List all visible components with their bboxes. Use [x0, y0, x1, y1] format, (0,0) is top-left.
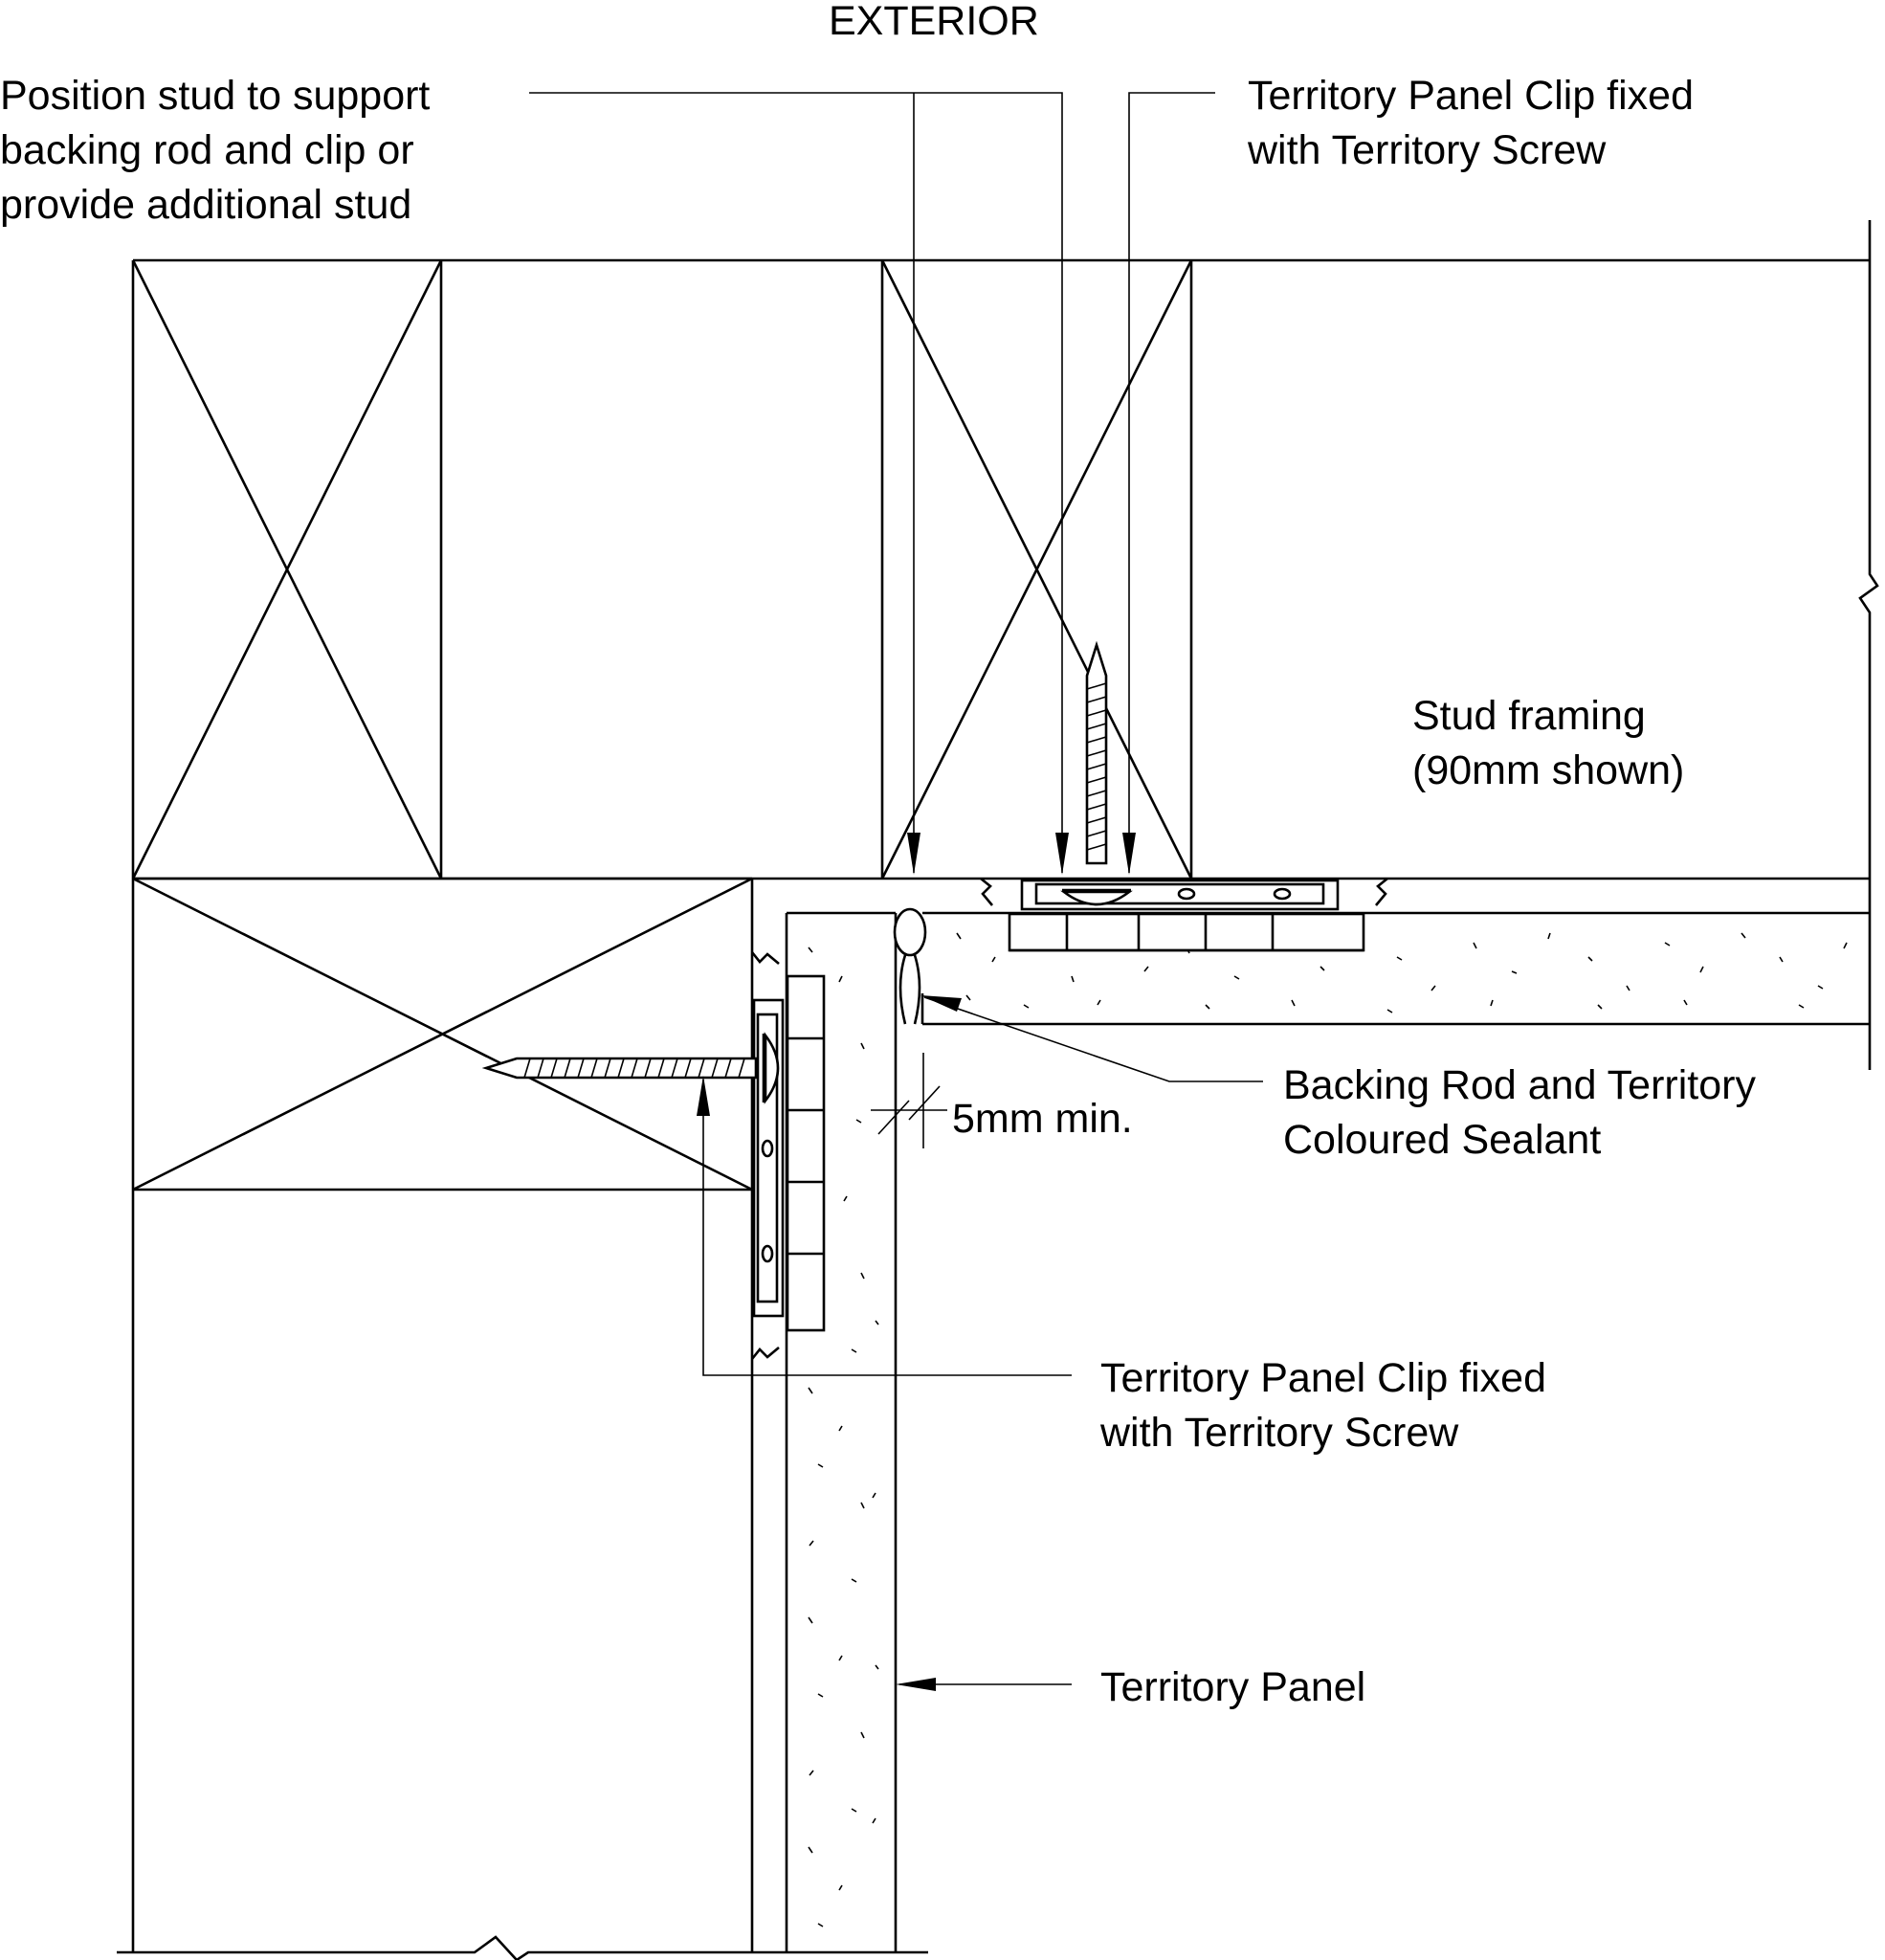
- leader-clip-side: [697, 1076, 1072, 1376]
- exterior-title: EXTERIOR: [829, 0, 1039, 44]
- backing-rod-label: Backing Rod and Territory Coloured Seala…: [1283, 1062, 1756, 1163]
- panel-clip-top: [980, 877, 1388, 952]
- clip-top-label: Territory Panel Clip fixed with Territor…: [1247, 73, 1694, 173]
- stud-middle: [880, 259, 1193, 880]
- panel-clip-side: [750, 951, 826, 1360]
- svg-text:with Territory Screw: with Territory Screw: [1247, 127, 1607, 173]
- backing-rod: [893, 907, 927, 1025]
- svg-text:provide additional stud: provide additional stud: [0, 182, 411, 228]
- gap-dimension-label: 5mm min.: [952, 1096, 1133, 1142]
- additional-stud: [132, 877, 754, 1952]
- svg-text:(90mm shown): (90mm shown): [1412, 747, 1684, 793]
- svg-text:Coloured Sealant: Coloured Sealant: [1283, 1117, 1601, 1163]
- clip-side-label: Territory Panel Clip fixed with Territor…: [1099, 1355, 1546, 1456]
- territory-screw-top: [1060, 640, 1133, 906]
- gap-dimension: [871, 1053, 947, 1148]
- stud-framing-label: Stud framing (90mm shown): [1412, 693, 1684, 793]
- svg-text:Territory Panel Clip fixed: Territory Panel Clip fixed: [1248, 73, 1694, 119]
- leader-clip-top: [1122, 92, 1215, 875]
- svg-text:Stud framing: Stud framing: [1412, 693, 1646, 739]
- bottom-break-line: [117, 1935, 928, 1960]
- panel-label: Territory Panel: [1100, 1664, 1365, 1710]
- svg-text:with Territory Screw: with Territory Screw: [1099, 1410, 1459, 1456]
- position-stud-label: Position stud to support backing rod and…: [0, 73, 430, 228]
- corner-stud-left: [131, 259, 443, 880]
- svg-text:Backing Rod and Territory: Backing Rod and Territory: [1283, 1062, 1756, 1108]
- leader-panel: [896, 1678, 1072, 1691]
- territory-screw-side: [481, 1032, 780, 1104]
- svg-text:backing rod and clip or: backing rod and clip or: [0, 127, 414, 173]
- leader-position-stud: [529, 92, 1069, 875]
- leader-backing-rod: [920, 995, 1263, 1082]
- svg-text:Territory Panel Clip fixed: Territory Panel Clip fixed: [1100, 1355, 1546, 1401]
- svg-text:Position stud to support: Position stud to support: [0, 73, 430, 119]
